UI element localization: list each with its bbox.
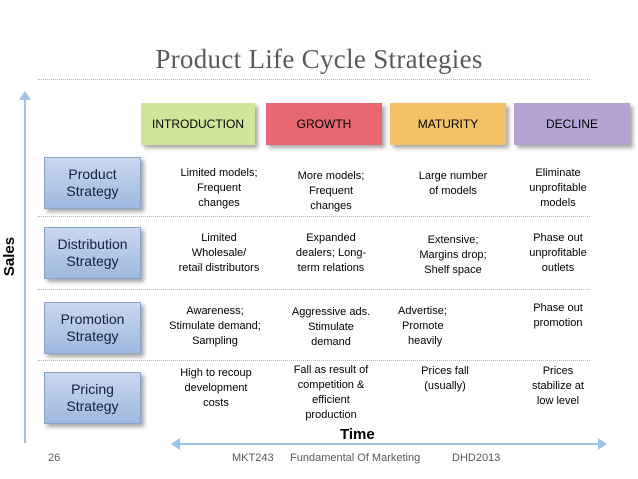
footer-subject: Fundamental Of Marketing [290, 452, 421, 464]
cell-line: Phase out [533, 302, 583, 314]
cell-line: Wholesale/ [191, 247, 247, 259]
sales-axis-arrow-icon [19, 91, 31, 100]
sales-axis-line [24, 97, 26, 443]
cell-line: Frequent [308, 185, 354, 197]
cell-line: Stimulate demand; [169, 320, 261, 332]
time-axis-line [176, 443, 601, 445]
cell-line: Phase out [533, 232, 583, 244]
pricing-introduction-cell: High to recoup development costs [160, 366, 272, 411]
row-divider [38, 360, 590, 361]
cell-line: Advertise; [398, 305, 447, 317]
footer-page-number: 26 [48, 452, 61, 464]
cell-line: Promote [402, 320, 444, 332]
product-maturity-cell: Large number of models [398, 169, 508, 199]
cell-line: development [184, 382, 248, 394]
stage-decline: DECLINE [514, 103, 630, 145]
cell-line: (usually) [424, 380, 466, 392]
cell-line: unprofitable [529, 182, 587, 194]
stage-maturity: MATURITY [390, 103, 506, 145]
row-divider [38, 216, 590, 217]
distribution-growth-cell: Expanded dealers; Long- term relations [276, 231, 386, 276]
cell-line: Frequent [196, 182, 242, 194]
cell-line: Sampling [192, 335, 238, 347]
footer-author: DHD2013 [452, 452, 501, 464]
cell-line: production [305, 409, 357, 421]
time-axis-label: Time [340, 426, 375, 443]
cell-line: stabilize at [532, 380, 584, 392]
promotion-maturity-cell: Advertise; Promote heavily [398, 304, 484, 349]
cell-line: Large number [418, 170, 488, 182]
cell-line: models [540, 197, 576, 209]
cell-line: Margins drop; [419, 249, 487, 261]
cell-line: changes [310, 200, 352, 212]
cell-line: More models; [297, 170, 365, 182]
cell-line: Fall as result of [293, 364, 369, 376]
cell-line: costs [203, 397, 229, 409]
strategy-label: Strategy [66, 328, 119, 344]
slide-title: Product Life Cycle Strategies [155, 44, 483, 74]
cell-line: demand [311, 336, 351, 348]
distribution-maturity-cell: Extensive; Margins drop; Shelf space [398, 233, 508, 278]
stage-growth: GROWTH [266, 103, 382, 145]
strategy-label: Strategy [66, 253, 119, 269]
cell-line: of models [429, 185, 477, 197]
product-introduction-cell: Limited models; Frequent changes [160, 166, 278, 211]
time-axis-right-arrow-icon [598, 438, 607, 450]
row-divider [38, 289, 590, 290]
promotion-decline-cell: Phase out promotion [508, 301, 608, 331]
strategy-label: Pricing [71, 381, 114, 397]
product-decline-cell: Eliminate unprofitable models [508, 166, 608, 211]
cell-line: low level [536, 395, 580, 407]
cell-line: Shelf space [424, 264, 482, 276]
sales-axis-label: Sales [1, 236, 19, 277]
cell-line: Stimulate [308, 321, 354, 333]
cell-line: Limited [201, 232, 237, 244]
cell-line: High to recoup [180, 367, 252, 379]
distribution-introduction-cell: Limited Wholesale/ retail distributors [160, 231, 278, 276]
cell-line: changes [198, 197, 240, 209]
strategy-label: Product [68, 166, 117, 182]
cell-line: Extensive; [427, 234, 479, 246]
product-growth-cell: More models; Frequent changes [278, 169, 384, 214]
pricing-decline-cell: Prices stabilize at low level [508, 364, 608, 409]
stage-introduction: INTRODUCTION [141, 103, 255, 145]
cell-line: term relations [297, 262, 365, 274]
cell-line: efficient [312, 394, 350, 406]
cell-line: unprofitable [529, 247, 587, 259]
cell-line: Awareness; [186, 305, 244, 317]
promotion-introduction-cell: Awareness; Stimulate demand; Sampling [150, 304, 280, 349]
strategy-label: Promotion [60, 311, 125, 327]
cell-line: retail distributors [178, 262, 260, 274]
time-axis-left-arrow-icon [171, 438, 180, 450]
cell-line: competition & [297, 379, 365, 391]
title-divider [38, 79, 590, 80]
cell-line: Expanded [306, 232, 356, 244]
strategy-label: Strategy [66, 398, 119, 414]
promotion-growth-cell: Aggressive ads. Stimulate demand [278, 305, 384, 350]
cell-line: outlets [541, 262, 575, 274]
cell-line: Prices fall [421, 365, 469, 377]
cell-line: heavily [408, 335, 443, 347]
cell-line: Aggressive ads. [291, 306, 371, 318]
footer-course: MKT243 [232, 452, 274, 464]
cell-line: promotion [533, 317, 583, 329]
cell-line: Eliminate [535, 167, 581, 179]
pricing-maturity-cell: Prices fall (usually) [390, 364, 500, 394]
cell-line: Limited models; [180, 167, 258, 179]
pricing-growth-cell: Fall as result of competition & efficien… [278, 363, 384, 423]
cell-line: dealers; Long- [295, 247, 367, 259]
strategy-label: Strategy [66, 183, 119, 199]
strategy-label: Distribution [57, 236, 128, 252]
cell-line: Prices [542, 365, 574, 377]
distribution-decline-cell: Phase out unprofitable outlets [508, 231, 608, 276]
